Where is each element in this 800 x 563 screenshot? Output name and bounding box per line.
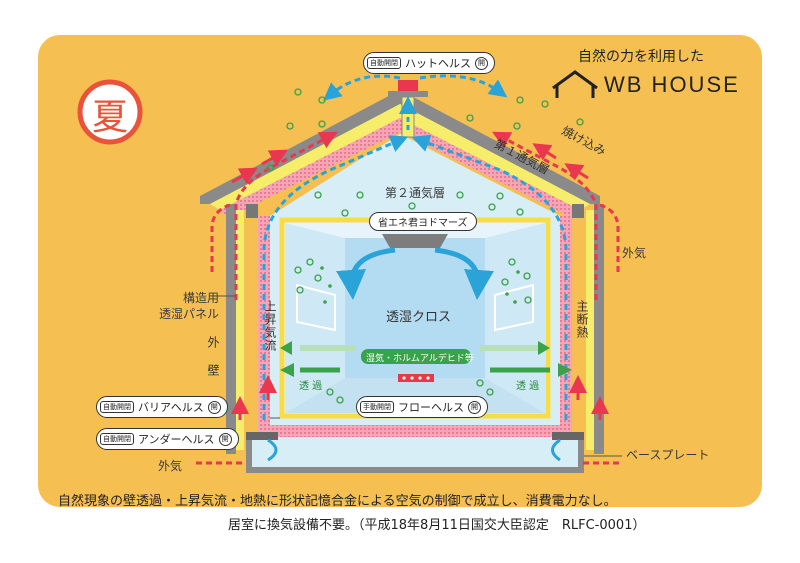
moisture-banner bbox=[361, 349, 471, 364]
floor-hels-label: 手動開閉 フローヘルス 開 bbox=[356, 396, 488, 418]
outer-wall-left bbox=[226, 204, 236, 454]
crawl-space bbox=[246, 437, 584, 467]
air-bubbles bbox=[266, 88, 584, 404]
base-plate-label: ベースプレート bbox=[626, 448, 710, 462]
open-icon: 開 bbox=[207, 400, 221, 414]
outside-air-right: 外気 bbox=[622, 246, 647, 260]
floor-hels-ctrl: 手動開閉 bbox=[360, 401, 394, 413]
brand-name: WB HOUSE bbox=[604, 72, 740, 97]
brand-tagline: 自然の力を利用した bbox=[578, 49, 704, 65]
under-hels-ctrl: 自動開閉 bbox=[100, 433, 134, 445]
open-icon: 開 bbox=[218, 432, 232, 446]
barrier-hels-ctrl: 自動開閉 bbox=[100, 401, 134, 413]
barrier-hels-label: 自動開閉 バリアヘルス 開 bbox=[96, 396, 228, 418]
house-logo bbox=[552, 70, 598, 98]
under-hels-label: 自動開閉 アンダーヘルス 開 bbox=[96, 428, 239, 450]
outer-wall-right bbox=[594, 204, 604, 454]
hat-hels-ctrl: 自動開閉 bbox=[367, 57, 401, 69]
energy-saver-label: 省エネ君ヨドマーズ bbox=[369, 212, 477, 231]
hat-hels-vent bbox=[398, 80, 418, 92]
season-label: 夏 bbox=[91, 97, 128, 138]
caption-line-2: 居室に換気設備不要。（平成18年8月11日国交大臣認定 RLFC-0001） bbox=[228, 518, 646, 533]
caption-line-1: 自然現象の壁透過・上昇気流・地熱に形状記憶合金による空気の制御で成立し、消費電力… bbox=[58, 494, 617, 509]
floor-insulation bbox=[268, 425, 562, 437]
second-air-layer-label: 第２通気層 bbox=[385, 186, 446, 200]
open-icon: 開 bbox=[475, 56, 488, 70]
season-circle bbox=[77, 79, 143, 145]
outer-wall-label: 外壁 bbox=[206, 336, 220, 392]
hat-hels-label: 自動開閉 ハットヘルス 開 bbox=[363, 52, 495, 74]
energy-saver-unit bbox=[382, 234, 448, 248]
outside-air-bottom: 外気 bbox=[158, 459, 183, 473]
structural-panel-label-1: 構造用 bbox=[183, 291, 220, 305]
open-icon: 開 bbox=[468, 400, 481, 414]
rising-flow-label: 上昇気流 bbox=[263, 300, 277, 352]
moisture-label: 湿気・ホルムアルデヒド等 bbox=[366, 354, 474, 364]
structural-panel-label-2: 透湿パネル bbox=[159, 307, 220, 321]
permeate-right-label: 透 過 bbox=[516, 381, 540, 392]
main-insulation-label: 主断熱 bbox=[575, 300, 589, 339]
moisture-dots bbox=[320, 266, 520, 304]
permeate-left-label: 透 過 bbox=[299, 381, 323, 392]
cloth-label: 透湿クロス bbox=[386, 310, 452, 325]
